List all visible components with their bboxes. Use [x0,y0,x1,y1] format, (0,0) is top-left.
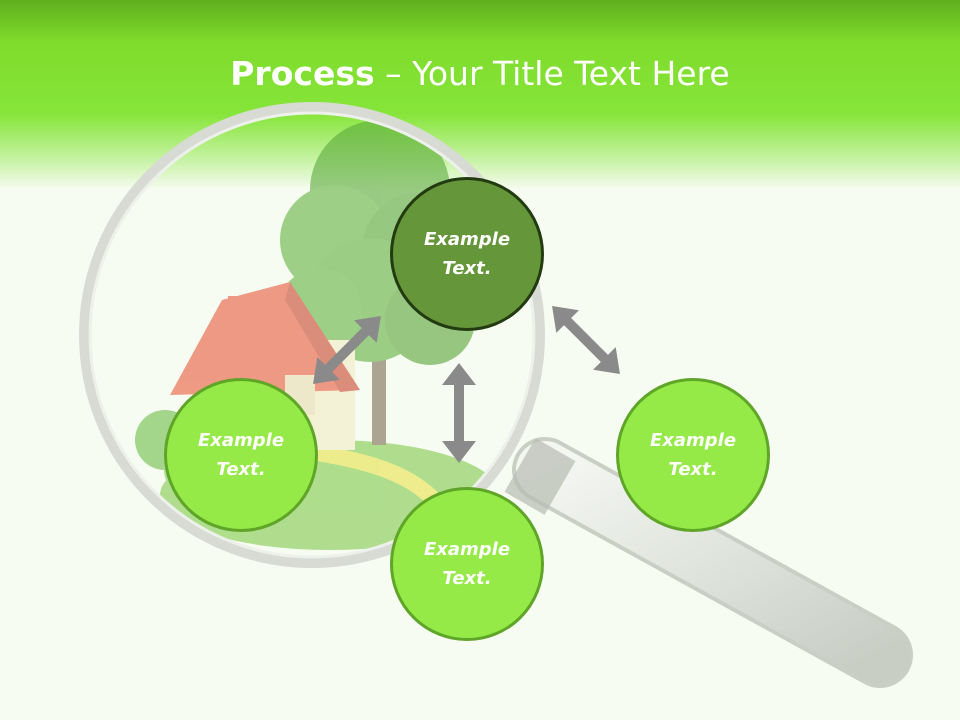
arrow-top-left [313,316,381,384]
process-node-left: Example Text. [164,378,318,532]
title-rest: – Your Title Text Here [374,54,730,93]
process-node-top: Example Text. [390,177,544,331]
process-node-top-label: Example Text. [423,229,511,279]
magnifier-ring-icon [79,102,545,568]
process-node-bottom-label: Example Text. [423,539,511,589]
arrow-top-right [552,306,620,374]
page-title: Process – Your Title Text Here [0,50,960,98]
header-band [0,0,960,190]
process-node-left-label: Example Text. [197,430,285,480]
magnifier-handle-icon [504,437,913,688]
double-arrow-icon [313,306,620,463]
house-icon [170,282,360,450]
title-strong: Process [230,54,375,93]
arrow-vertical [442,363,476,463]
process-node-right-label: Example Text. [649,430,737,480]
process-node-bottom: Example Text. [390,487,544,641]
process-node-right: Example Text. [616,378,770,532]
